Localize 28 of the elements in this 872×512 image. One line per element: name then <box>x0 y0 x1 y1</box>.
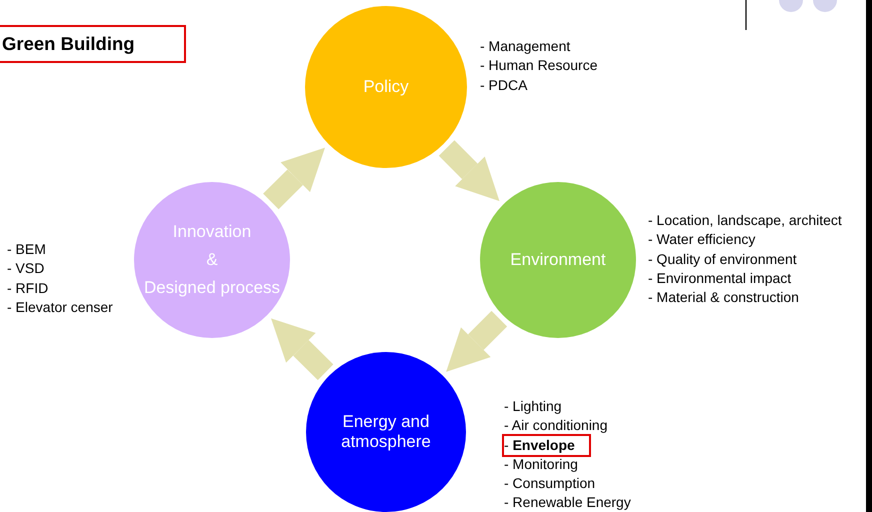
block-arrow <box>263 148 326 210</box>
circle-label: Policy <box>363 77 409 97</box>
bullet-item: - RFID <box>7 278 48 298</box>
circle-label: Energy and atmosphere <box>340 412 432 452</box>
bullet-item: - Consumption <box>504 474 596 494</box>
bullet-item: - Water efficiency <box>648 230 756 250</box>
circle-label: Environment <box>510 250 606 270</box>
bullet-item: - Location, landscape, architect <box>648 211 842 230</box>
bullet-item: - BEM <box>7 240 46 259</box>
bullet-item: - Quality of environment <box>648 250 797 269</box>
bullet-item: - Management <box>480 37 570 56</box>
bullet-item: - Lighting <box>504 397 562 416</box>
bullet-item: - Renewable Energy <box>504 493 631 512</box>
bullet-item: - Air conditioning <box>504 416 608 436</box>
bullet-item: - VSD <box>7 259 44 278</box>
bullet-item: - PDCA <box>480 76 528 95</box>
circle-label: & <box>206 250 218 270</box>
bullet-item: - Elevator censer <box>7 298 113 317</box>
title-frame: Green Building <box>0 25 186 63</box>
bullet-item: - Human Resource <box>480 56 598 76</box>
block-arrow <box>271 318 334 380</box>
bullet-item: - Monitoring <box>504 454 578 474</box>
circle-label: Innovation <box>172 222 252 242</box>
bullet-item: - Environmental impact <box>648 268 792 288</box>
highlighted-bullet-item: - Envelope <box>504 436 589 455</box>
bullet-item: - Material & construction <box>648 288 799 308</box>
circle-label: Designed process <box>144 278 280 298</box>
block-arrow <box>446 310 508 372</box>
